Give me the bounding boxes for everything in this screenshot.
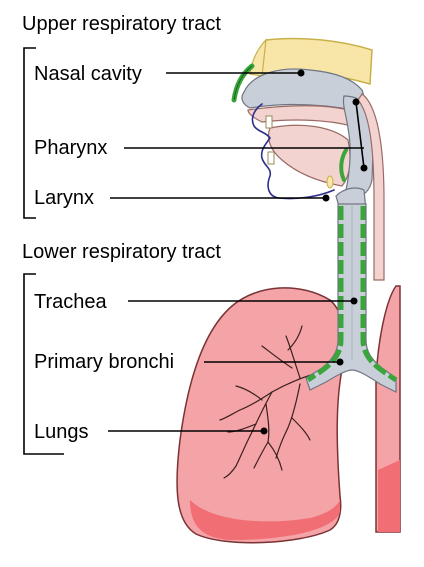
section-brackets	[23, 47, 64, 455]
leader-lines	[108, 72, 365, 432]
epiglottis	[339, 148, 348, 182]
dot-larynx	[322, 194, 330, 202]
bronchial-tree	[219, 325, 331, 479]
leader-dots	[260, 69, 368, 435]
hyoid-bone	[326, 175, 334, 189]
label-lungs: Lungs	[34, 421, 89, 443]
lower-tract-heading: Lower respiratory tract	[22, 241, 221, 263]
dot-pharynx-top	[352, 98, 360, 106]
upper-tract-heading: Upper respiratory tract	[22, 13, 221, 35]
label-trachea: Trachea	[34, 291, 108, 313]
label-nasal-cavity: Nasal cavity	[34, 63, 142, 85]
dot-nasal-cavity	[297, 69, 305, 77]
label-pharynx: Pharynx	[34, 137, 107, 159]
left-lung-shading	[378, 460, 400, 532]
teeth	[265, 115, 275, 165]
lungs-illustration	[176, 285, 401, 544]
trachea-cartilage-left	[306, 206, 344, 383]
palate-tissue	[247, 105, 359, 129]
dot-pharynx	[360, 164, 368, 172]
right-lung-shading	[190, 500, 340, 540]
label-larynx: Larynx	[34, 187, 94, 209]
head-illustration	[231, 37, 385, 281]
dot-lungs	[260, 427, 268, 435]
label-primary-bronchi: Primary bronchi	[34, 351, 174, 373]
dot-trachea	[350, 297, 358, 305]
upper-tract-bracket	[23, 47, 36, 219]
lower-tract-bracket	[23, 273, 64, 455]
tongue	[267, 124, 351, 187]
trachea-illustration	[305, 203, 398, 393]
dot-primary-bronchi	[336, 358, 344, 366]
trachea-cartilage-right	[360, 206, 398, 383]
leader-pharynx-up	[355, 101, 365, 169]
